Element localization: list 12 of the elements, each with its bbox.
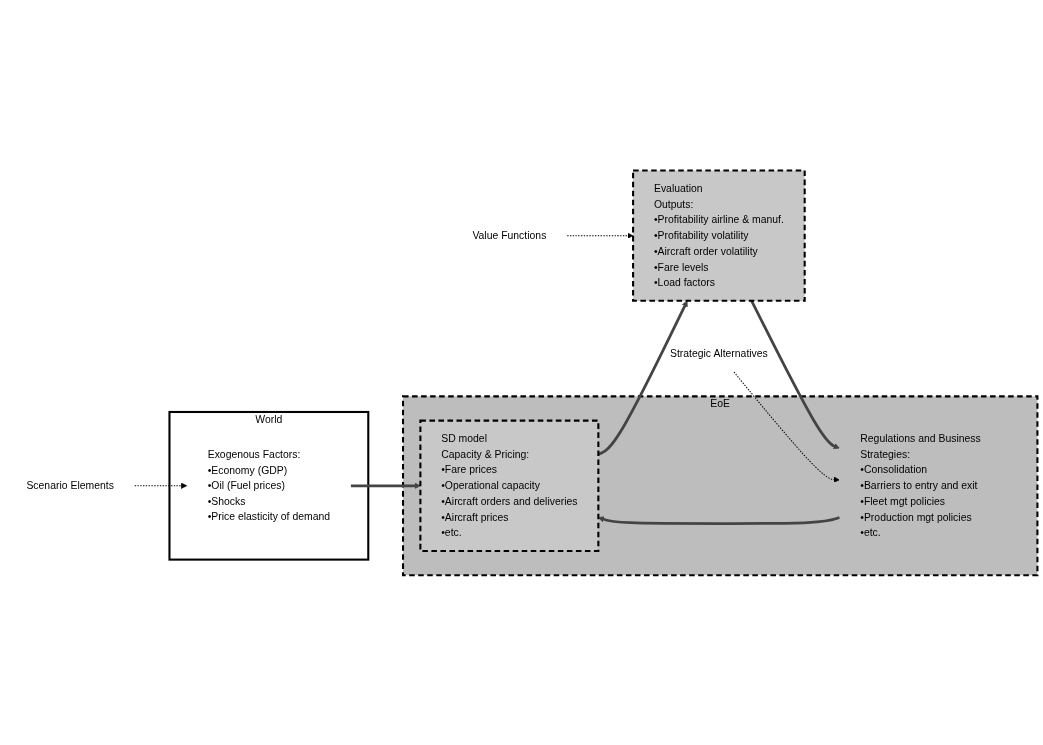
node-box: SD model Capacity & Pricing: •Fare prices •Operational capacity •Aircraft orders and deliveries •Aircraft prices •etc. — [419, 419, 600, 552]
node-box: Evaluation Outputs: •Profitability airline & manuf. •Profitability volatility •Aircraft order volatility •Fare levels •Load factors — [632, 169, 806, 302]
arrow — [350, 482, 421, 489]
node-text: Regulations and Business Strategies: •Consolidation •Barriers to entry and exit •Fleet mgt policies •Production mgt policies •etc. — [860, 432, 981, 538]
arrow — [598, 515, 840, 525]
arrow — [566, 232, 634, 239]
node-text: Scenario Elements — [26, 478, 114, 491]
node-text: Strategic Alternatives — [669, 346, 768, 359]
node-text: Exogenous Factors: •Economy (GDP) •Oil (Fuel prices) •Shocks •Price elasticity of demand — [207, 447, 331, 523]
node-text: Value Functions — [472, 228, 547, 241]
arrow — [733, 371, 840, 483]
arrow — [134, 482, 188, 489]
